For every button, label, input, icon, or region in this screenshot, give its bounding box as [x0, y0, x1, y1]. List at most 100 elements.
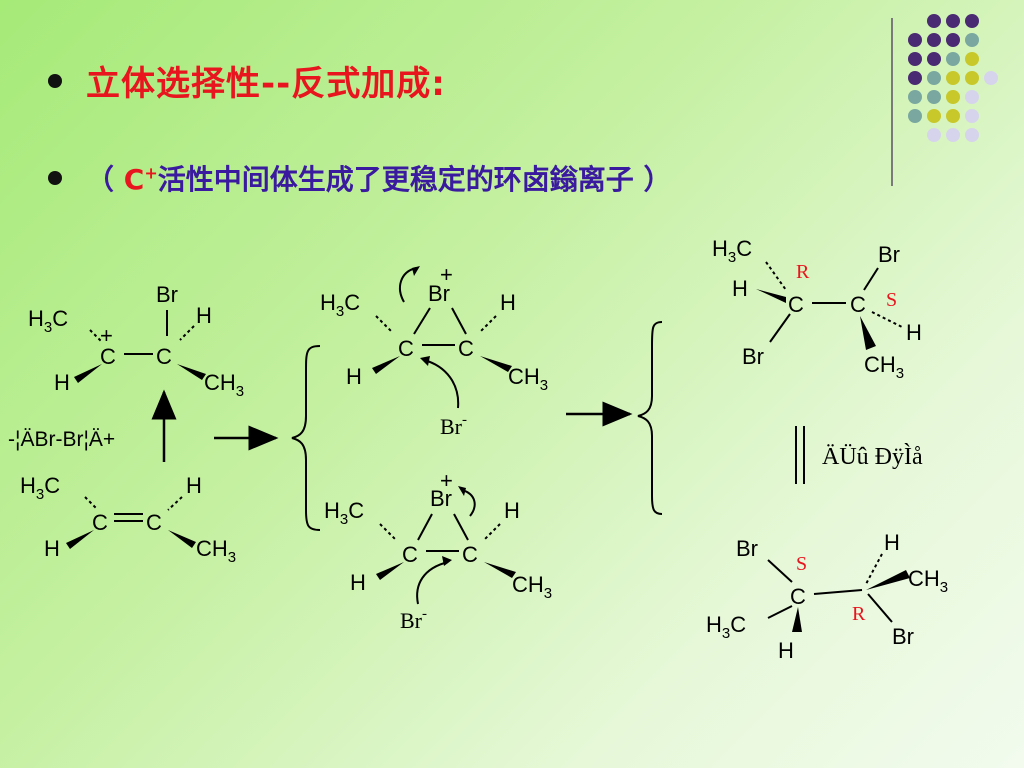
bromine-reagent-label: -¦ÄBr-Br¦Ä+	[8, 428, 115, 451]
decorative-dot	[927, 33, 941, 47]
bromine-label: Br	[892, 624, 914, 649]
bromine-label: Br	[742, 344, 764, 369]
methyl-label: CH3	[508, 364, 548, 394]
carbon-label: C	[398, 336, 414, 361]
methyl-label: H3C	[712, 236, 752, 266]
wedge-bond	[860, 316, 876, 350]
h-label: H	[186, 473, 202, 498]
carbon-label: C	[462, 542, 478, 567]
methyl-label: H3C	[20, 473, 60, 503]
bromine-label: Br	[430, 486, 452, 511]
carbon-label: C	[788, 292, 804, 317]
wedge-bond	[168, 530, 196, 548]
bullet-2: （ C+活性中间体生成了更稳定的环卤鎓离子 ）	[48, 158, 672, 198]
h-label: H	[778, 638, 794, 663]
product-bottom: H Br S CH3 C R Br H3C H	[706, 530, 948, 663]
bullet-dot	[48, 171, 62, 185]
carbon-label: C	[146, 510, 162, 535]
methyl-label: H3C	[706, 612, 746, 642]
bullet-1: 立体选择性--反式加成:	[48, 56, 446, 105]
plus-charge: +	[100, 323, 113, 348]
subtitle-text: 活性中间体生成了更稳定的环卤鎓离子	[157, 163, 644, 196]
decorative-dot	[965, 90, 979, 104]
carbon-label: C	[100, 344, 116, 369]
bromonium-ion-bottom: + Br H3C H C C H CH3 Br-	[324, 468, 552, 633]
bromonium-ion-top: + Br H3C H C C H CH3 Br-	[320, 262, 548, 439]
bromine-label: Br	[156, 282, 178, 307]
wedge-bond	[484, 562, 516, 578]
carbocation-label: C+	[123, 163, 158, 196]
h-label: H	[44, 536, 60, 561]
decorative-dot	[946, 33, 960, 47]
slide-title: 立体选择性--反式加成:	[86, 64, 446, 104]
bromide-ion-label: Br-	[440, 412, 467, 439]
decorative-dot	[908, 33, 922, 47]
wedge-bond	[376, 562, 404, 580]
plus-charge: +	[440, 468, 453, 493]
decorative-dot	[946, 128, 960, 142]
h-label: H	[196, 303, 212, 328]
decorative-dot	[927, 109, 941, 123]
carbon-label: C	[156, 344, 172, 369]
decorative-divider	[891, 18, 893, 186]
methyl-label: CH3	[204, 370, 244, 400]
product-top: H3C Br R H C C S Br H CH3	[712, 236, 922, 382]
methyl-label: H3C	[320, 290, 360, 320]
paren-close: ）	[643, 163, 672, 196]
h-label: H	[500, 290, 516, 315]
plus-charge: +	[440, 262, 453, 287]
h-label: H	[884, 530, 900, 555]
carbon-label: C	[850, 292, 866, 317]
bromine-label: Br	[736, 536, 758, 561]
methyl-label: CH3	[196, 536, 236, 566]
decorative-dot	[908, 90, 922, 104]
product-note: ÄÜû ÐÿÌå	[822, 444, 923, 470]
methyl-label: H3C	[324, 498, 364, 528]
h-label: H	[350, 570, 366, 595]
wedge-bond	[792, 607, 802, 632]
config-r-label: R	[796, 261, 810, 283]
decorative-dot	[927, 14, 941, 28]
methyl-label: CH3	[512, 572, 552, 602]
decorative-dot	[965, 71, 979, 85]
decorative-dot	[965, 128, 979, 142]
config-s-label: S	[886, 289, 897, 311]
config-r-label: R	[852, 603, 866, 625]
wedge-bond	[177, 364, 206, 380]
methyl-label: CH3	[908, 566, 948, 596]
decorative-dot	[965, 33, 979, 47]
carbon-label: C	[402, 542, 418, 567]
h-label: H	[346, 364, 362, 389]
decorative-dot	[927, 90, 941, 104]
decorative-dot	[946, 14, 960, 28]
methyl-label: H3C	[28, 306, 68, 336]
bullet-dot	[48, 73, 62, 88]
decorative-dot	[965, 14, 979, 28]
decorative-dot	[946, 90, 960, 104]
config-s-label: S	[796, 553, 807, 575]
brace-left	[291, 345, 321, 531]
decorative-dot	[927, 71, 941, 85]
carbon-label: C	[92, 510, 108, 535]
wedge-bond	[372, 356, 400, 374]
decorative-dot	[908, 71, 922, 85]
paren-open: （	[86, 163, 124, 196]
wedge-bond	[866, 570, 910, 590]
decorative-dot	[927, 128, 941, 142]
decorative-dot	[946, 109, 960, 123]
carbon-label: C	[458, 336, 474, 361]
carbon-label: C	[790, 584, 806, 609]
decorative-dot	[965, 52, 979, 66]
brace-right	[637, 321, 663, 515]
bromine-label: Br	[428, 281, 450, 306]
wedge-bond	[66, 530, 94, 549]
h-label: H	[732, 276, 748, 301]
decorative-dot	[946, 71, 960, 85]
alkene-molecule: H3C H C C H CH3	[20, 473, 236, 566]
bromine-label: Br	[878, 242, 900, 267]
wedge-bond	[480, 356, 512, 372]
decorative-dot	[946, 52, 960, 66]
wedge-bond	[74, 364, 102, 383]
decorative-dot	[908, 52, 922, 66]
